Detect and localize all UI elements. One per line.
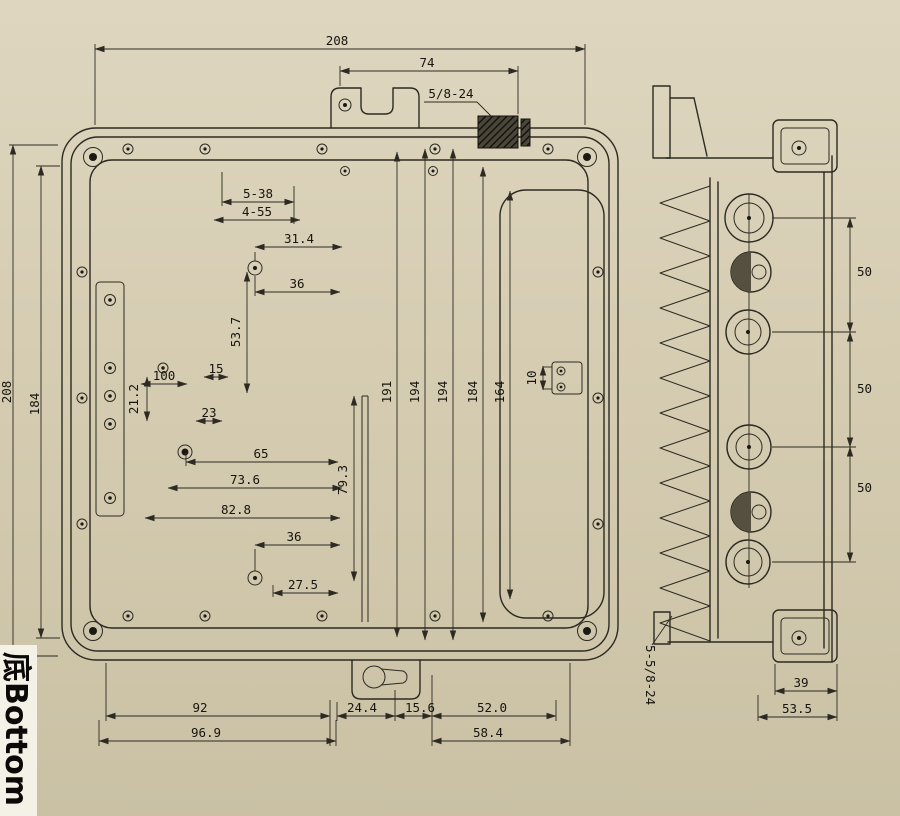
side-view [652, 85, 838, 663]
connector-port-4 [726, 424, 772, 470]
dim-58-4: 58.4 [473, 725, 503, 740]
dim-15: 15 [208, 361, 223, 376]
dim-thread-callout: 5/8-24 [428, 86, 473, 101]
connector-port-2 [730, 251, 772, 293]
dim-191: 191 [379, 381, 394, 404]
connector-port-6 [725, 539, 771, 585]
bottom-view-label: 底Bottom [0, 645, 37, 816]
dim-left-height: 208 [0, 381, 14, 404]
side-outline [652, 85, 833, 663]
corner-bolt-holes [83, 147, 597, 641]
dim-21-2: 21.2 [126, 384, 141, 414]
dim-31-4: 31.4 [284, 231, 314, 246]
dim-96-9: 96.9 [191, 725, 221, 740]
bottom-corner-block [772, 609, 838, 663]
dimension-lines [9, 45, 854, 745]
top-mounting-bracket [330, 87, 420, 129]
dim-top-width: 208 [326, 33, 349, 48]
connector-port-5 [730, 491, 772, 533]
dim-53-7: 53.7 [228, 317, 243, 347]
dim-23: 23 [201, 405, 216, 420]
dim-194-b: 194 [435, 381, 450, 404]
dim-side-thread: 5-5/8-24 [643, 645, 658, 705]
inner-mounting-plate [95, 281, 125, 517]
dim-24-4: 24.4 [347, 700, 377, 715]
threaded-port-top [477, 115, 531, 149]
dim-65: 65 [253, 446, 268, 461]
dim-15-6: 15.6 [405, 700, 435, 715]
bottom-view-label-text: 底Bottom [0, 652, 33, 806]
top-corner-block [772, 119, 838, 173]
dim-79-3: 79.3 [335, 465, 350, 495]
dim-50-b: 50 [857, 381, 872, 396]
dim-194-a: 194 [407, 381, 422, 404]
dim-36-top: 36 [289, 276, 304, 291]
dim-184-mid: 184 [465, 381, 480, 404]
perimeter-screws [76, 143, 604, 622]
dim-164: 164 [492, 381, 507, 404]
dim-53-5: 53.5 [782, 701, 812, 716]
bottom-keyhole-bracket [351, 659, 421, 700]
dim-39: 39 [793, 675, 808, 690]
enclosure-outline [61, 127, 619, 661]
dim-73-6: 73.6 [230, 472, 260, 487]
dim-52-0: 52.0 [477, 700, 507, 715]
label-strip [0, 645, 37, 816]
dim-50-c: 50 [857, 480, 872, 495]
connector-port-3 [725, 309, 771, 355]
dimension-texts: 208 74 5/8-24 208 184 5-38 4-55 31.4 36 … [0, 33, 872, 740]
dim-92: 92 [192, 700, 207, 715]
right-side-tab [551, 361, 583, 395]
dim-10: 10 [524, 370, 539, 385]
dim-left-inner: 184 [27, 393, 42, 416]
dim-100: 100 [153, 368, 176, 383]
dim-holes-a: 5-38 [243, 186, 273, 201]
heatsink-fins [659, 185, 711, 642]
dim-50-a: 50 [857, 264, 872, 279]
dim-holes-b: 4-55 [242, 204, 272, 219]
front-view [61, 87, 619, 700]
center-rib [361, 395, 369, 622]
dim-36-bottom: 36 [286, 529, 301, 544]
dim-82-8: 82.8 [221, 502, 251, 517]
dim-top-bracket: 74 [419, 55, 434, 70]
dim-27-5: 27.5 [288, 577, 318, 592]
